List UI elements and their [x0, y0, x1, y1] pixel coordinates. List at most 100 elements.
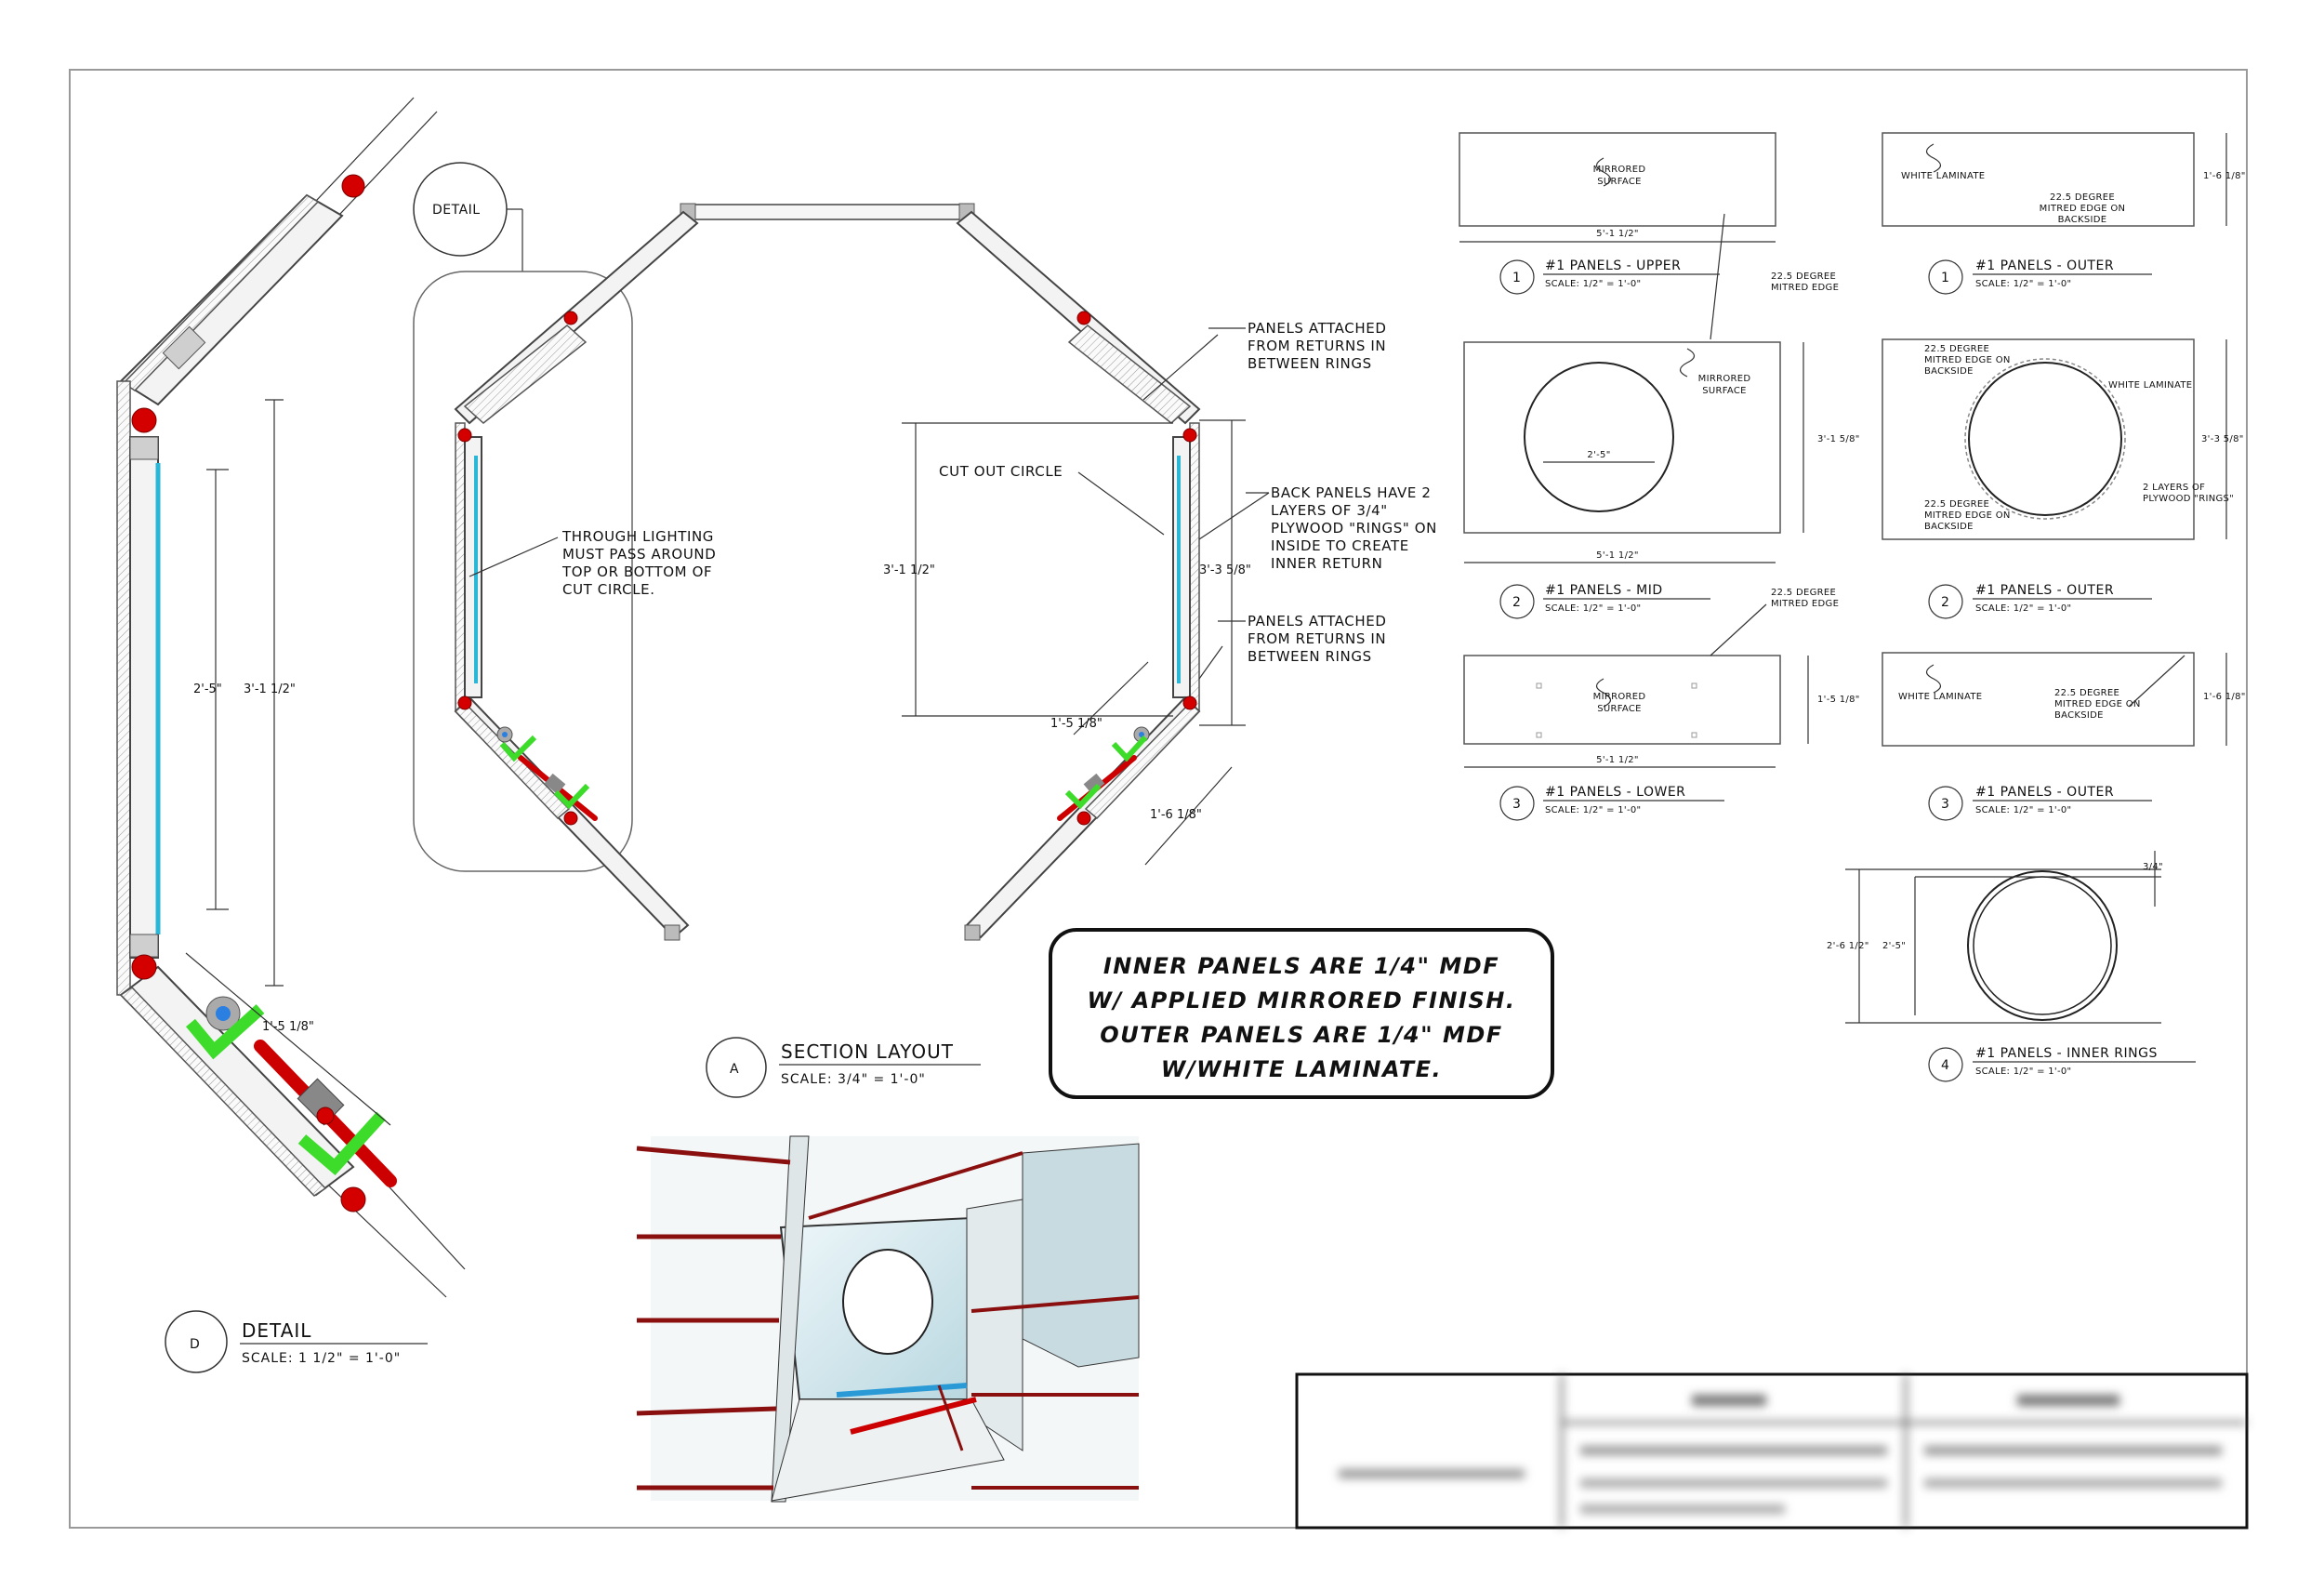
note-back-panels: BACK PANELS HAVE 2 LAYERS OF 3/4" PLYWOO…	[1246, 484, 1437, 572]
svg-text:1'-5 1/8": 1'-5 1/8"	[1817, 695, 1860, 705]
svg-text:MUST PASS AROUND: MUST PASS AROUND	[562, 546, 716, 563]
svg-text:PLYWOOD "RINGS" ON: PLYWOOD "RINGS" ON	[1271, 520, 1437, 537]
scale-a: SCALE: 3/4" = 1'-0"	[781, 1072, 926, 1087]
svg-text:#1 PANELS - UPPER: #1 PANELS - UPPER	[1545, 258, 1681, 273]
svg-text:5'-1 1/2": 5'-1 1/2"	[1596, 550, 1639, 561]
svg-text:SURFACE: SURFACE	[1702, 386, 1747, 396]
scale-d: SCALE: 1 1/2" = 1'-0"	[242, 1351, 401, 1366]
svg-text:BACK PANELS HAVE 2: BACK PANELS HAVE 2	[1271, 484, 1432, 501]
svg-text:TOP OR BOTTOM OF: TOP OR BOTTOM OF	[561, 563, 712, 580]
svg-text:2'-6 1/2": 2'-6 1/2"	[1827, 941, 1869, 951]
note-through-lighting: THROUGH LIGHTING MUST PASS AROUND TOP OR…	[561, 528, 716, 598]
callout-line-2: W/ APPLIED MIRRORED FINISH.	[1088, 987, 1516, 1014]
svg-text:MIRRORED: MIRRORED	[1593, 692, 1646, 702]
svg-text:22.5 DEGREE: 22.5 DEGREE	[2050, 192, 2115, 203]
svg-text:FROM RETURNS IN: FROM RETURNS IN	[1248, 338, 1386, 354]
svg-text:3: 3	[1941, 797, 1949, 812]
title-panel-outer-2: 2 #1 PANELS - OUTER SCALE: 1/2" = 1'-0"	[1928, 583, 2152, 619]
svg-text:PANELS ATTACHED: PANELS ATTACHED	[1248, 320, 1386, 337]
svg-text:3: 3	[1512, 797, 1521, 812]
svg-text:CUT CIRCLE.: CUT CIRCLE.	[562, 581, 655, 598]
svg-text:22.5 DEGREE: 22.5 DEGREE	[1924, 499, 1989, 510]
title-a: SECTION LAYOUT	[781, 1040, 954, 1063]
svg-text:LAYERS OF 3/4": LAYERS OF 3/4"	[1271, 502, 1388, 519]
svg-text:SCALE: 1/2" = 1'-0": SCALE: 1/2" = 1'-0"	[1975, 603, 2071, 614]
title-panel-outer-1: 1 #1 PANELS - OUTER SCALE: 1/2" = 1'-0"	[1928, 258, 2152, 295]
section-a-drawing	[454, 203, 1270, 941]
detail-d-drawing	[116, 97, 466, 1298]
dim-a-height: 3'-1 1/2"	[883, 563, 935, 577]
svg-text:MIRRORED: MIRRORED	[1698, 374, 1751, 384]
svg-text:WHITE LAMINATE: WHITE LAMINATE	[2108, 380, 2192, 391]
svg-text:22.5 DEGREE: 22.5 DEGREE	[1771, 588, 1836, 598]
svg-text:3'-1 5/8": 3'-1 5/8"	[1817, 434, 1860, 444]
callout-box	[1049, 928, 1554, 1099]
svg-text:SCALE: 1/2" = 1'-0": SCALE: 1/2" = 1'-0"	[1545, 279, 1641, 289]
svg-text:3'-3 5/8": 3'-3 5/8"	[2201, 434, 2244, 444]
svg-text:#1 PANELS - LOWER: #1 PANELS - LOWER	[1545, 785, 1685, 800]
detail-bubble-label: DETAIL	[432, 203, 481, 218]
badge-d-label: D	[190, 1337, 200, 1352]
svg-text:#1 PANELS - OUTER: #1 PANELS - OUTER	[1975, 258, 2114, 273]
svg-text:INSIDE TO CREATE: INSIDE TO CREATE	[1271, 537, 1409, 554]
panel-1-upper: MIRRORED SURFACE 5'-1 1/2"	[1459, 132, 1776, 243]
svg-text:SCALE: 1/2" = 1'-0": SCALE: 1/2" = 1'-0"	[1545, 603, 1641, 614]
svg-text:22.5 DEGREE: 22.5 DEGREE	[1771, 272, 1836, 282]
svg-text:WHITE LAMINATE: WHITE LAMINATE	[1898, 692, 1982, 702]
title-panel-1-upper: 1 #1 PANELS - UPPER SCALE: 1/2" = 1'-0"	[1499, 258, 1720, 295]
svg-text:1'-6 1/8": 1'-6 1/8"	[2203, 692, 2246, 702]
title-panel-inner-rings: 4 #1 PANELS - INNER RINGS SCALE: 1/2" = …	[1928, 1046, 2196, 1082]
dim-d-inner: 2'-5"	[193, 682, 222, 696]
svg-text:SURFACE: SURFACE	[1597, 177, 1642, 187]
svg-text:2: 2	[1941, 595, 1949, 610]
panel-outer-3: WHITE LAMINATE 22.5 DEGREE MITRED EDGE O…	[1882, 652, 2246, 747]
panel-3-lower: MIRRORED SURFACE 1'-5 1/8" 5'-1 1/2"	[1463, 655, 1860, 768]
svg-text:CUT OUT CIRCLE: CUT OUT CIRCLE	[939, 463, 1063, 480]
dim-a-diag: 1'-6 1/8"	[1150, 808, 1202, 822]
svg-text:BETWEEN RINGS: BETWEEN RINGS	[1248, 355, 1372, 372]
svg-text:2'-5": 2'-5"	[1587, 450, 1610, 460]
svg-text:1: 1	[1941, 271, 1949, 285]
title-panel-3-lower: 3 #1 PANELS - LOWER SCALE: 1/2" = 1'-0"	[1499, 785, 1724, 821]
svg-text:MITRED EDGE ON: MITRED EDGE ON	[2054, 699, 2141, 709]
svg-text:FROM RETURNS IN: FROM RETURNS IN	[1248, 630, 1386, 647]
sheet-border	[69, 69, 2248, 1529]
callout-line-3: OUTER PANELS ARE 1/4" MDF	[1100, 1022, 1502, 1048]
panel-inner-rings: 2'-6 1/2" 2'-5" 3/4"	[1827, 851, 2163, 1024]
callout-line-1: INNER PANELS ARE 1/4" MDF	[1103, 953, 1499, 979]
svg-text:SCALE: 1/2" = 1'-0": SCALE: 1/2" = 1'-0"	[1545, 805, 1641, 815]
title-panel-outer-3: 3 #1 PANELS - OUTER SCALE: 1/2" = 1'-0"	[1928, 785, 2152, 821]
svg-text:#1 PANELS - OUTER: #1 PANELS - OUTER	[1975, 785, 2114, 800]
render-3d	[636, 1135, 1140, 1503]
dim-d-outer: 3'-1 1/2"	[244, 682, 296, 696]
svg-text:3/4": 3/4"	[2143, 862, 2163, 872]
svg-text:MITRED EDGE: MITRED EDGE	[1771, 283, 1839, 293]
svg-text:MITRED EDGE ON: MITRED EDGE ON	[2040, 204, 2126, 214]
svg-text:22.5 DEGREE: 22.5 DEGREE	[1924, 344, 1989, 354]
svg-text:MITRED EDGE ON: MITRED EDGE ON	[1924, 355, 2011, 365]
badge-a-label: A	[730, 1062, 739, 1077]
callout-line-4: W/WHITE LAMINATE.	[1161, 1056, 1442, 1082]
panel-2-mid: 2'-5" MIRRORED SURFACE 3'-1 5/8" 5'-1 1/…	[1463, 341, 1860, 563]
svg-text:SCALE: 1/2" = 1'-0": SCALE: 1/2" = 1'-0"	[1975, 805, 2071, 815]
svg-text:PANELS ATTACHED: PANELS ATTACHED	[1248, 613, 1386, 629]
note-panels-attached-1: PANELS ATTACHED FROM RETURNS IN BETWEEN …	[1208, 320, 1386, 372]
svg-text:2'-5": 2'-5"	[1882, 941, 1906, 951]
dim-d-offset: 1'-5 1/8"	[262, 1020, 314, 1034]
svg-text:MIRRORED: MIRRORED	[1593, 165, 1646, 175]
title-d: DETAIL	[242, 1319, 311, 1342]
svg-text:5'-1 1/2": 5'-1 1/2"	[1596, 229, 1639, 239]
svg-text:#1 PANELS - MID: #1 PANELS - MID	[1545, 583, 1663, 598]
svg-text:4: 4	[1941, 1058, 1949, 1073]
svg-text:1'-6 1/8": 1'-6 1/8"	[2203, 171, 2246, 181]
svg-text:#1 PANELS - OUTER: #1 PANELS - OUTER	[1975, 583, 2114, 598]
svg-text:BACKSIDE: BACKSIDE	[1924, 366, 1974, 377]
svg-text:MITRED EDGE: MITRED EDGE	[1771, 599, 1839, 609]
svg-text:2: 2	[1512, 595, 1521, 610]
svg-text:WHITE LAMINATE: WHITE LAMINATE	[1901, 171, 1985, 181]
svg-text:1: 1	[1512, 271, 1521, 285]
svg-text:THROUGH LIGHTING: THROUGH LIGHTING	[561, 528, 714, 545]
svg-text:SCALE: 1/2" = 1'-0": SCALE: 1/2" = 1'-0"	[1975, 1067, 2071, 1077]
panel-outer-2: 22.5 DEGREE MITRED EDGE ON BACKSIDE WHIT…	[1882, 338, 2244, 540]
